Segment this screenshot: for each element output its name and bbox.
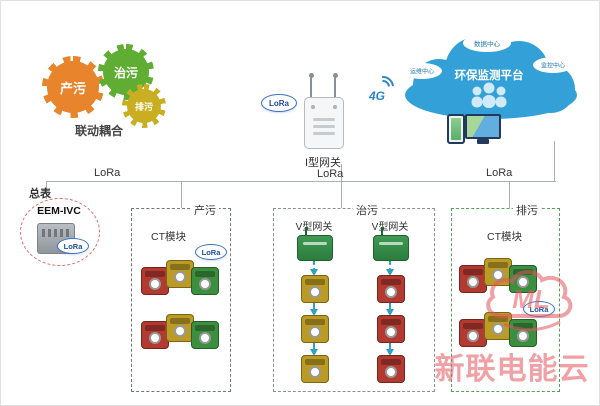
lora-label-left: LoRa: [94, 167, 121, 179]
ct-module-red: [459, 319, 487, 347]
lora-label-mid: LoRa: [317, 168, 344, 180]
antenna-right-icon: [332, 73, 338, 99]
zone-discharge-title: 排污: [513, 202, 541, 218]
cloud-node-right: 监控中心: [533, 57, 573, 73]
ct-module-yellow: [484, 258, 512, 286]
ct-module-yellow: [166, 314, 194, 342]
gear-produce-label: 产污: [59, 80, 86, 96]
arrow-down: [386, 260, 394, 276]
zone-discharge: [451, 208, 560, 392]
lora-badge-discharge: LoRa: [523, 301, 555, 317]
ct-module-red: [377, 315, 405, 343]
monitor-icon: [465, 114, 501, 139]
arrow-down: [310, 341, 318, 356]
led-icon: [333, 105, 337, 109]
ct-module-yellow: [484, 312, 512, 340]
stub-meter: [46, 181, 47, 199]
backbone-line: [46, 181, 556, 182]
lora-badge-produce: LoRa: [195, 244, 227, 260]
ct-module-green: [509, 319, 537, 347]
i-gateway-device: [301, 73, 345, 153]
ct-module-red: [459, 265, 487, 293]
stub-discharge: [509, 181, 510, 208]
lora-label-right: LoRa: [486, 167, 513, 179]
cloud-node-top: 数据中心: [463, 34, 511, 52]
i-gateway-label: I型网关: [304, 157, 342, 169]
gear-treat: 治污: [98, 44, 154, 100]
v-gateway-right: [373, 227, 409, 261]
arrow-down: [310, 260, 318, 276]
gear-discharge-label: 排污: [134, 101, 153, 112]
gear-produce: 产污: [42, 56, 104, 118]
produce-device-label: CT模块: [151, 231, 186, 243]
users-icon: [471, 82, 507, 108]
vent-slot: [313, 125, 335, 128]
gateway-body: [304, 97, 344, 149]
lora-badge-text: LoRa: [201, 247, 221, 257]
4g-signal: 4G: [363, 71, 399, 105]
ct-module-yellow: [301, 315, 329, 343]
cloud-title: 环保监测平台: [455, 68, 524, 82]
ct-module-yellow: [301, 275, 329, 303]
v-gateway-left-label: V型网关: [295, 222, 333, 233]
lora-badge-text: LoRa: [63, 241, 83, 251]
ct-module-green: [191, 321, 219, 349]
ct-module-red: [377, 275, 405, 303]
cloud-node-top-label: 数据中心: [474, 39, 501, 48]
ct-module-yellow: [301, 355, 329, 383]
gear-discharge: 排污: [122, 84, 166, 128]
stub-cloud: [554, 141, 555, 181]
zone-produce-title: 产污: [191, 202, 219, 218]
ct-module-red: [377, 355, 405, 383]
ct-module-red: [141, 321, 169, 349]
lora-badge-text: LoRa: [529, 304, 549, 314]
cloud-platform: 数据中心 运维中心 监控中心 环保监测平台: [402, 34, 577, 119]
arrow-down: [386, 341, 394, 356]
lora-badge-gateway: LoRa: [261, 94, 297, 112]
phone-icon: [447, 114, 465, 144]
zone-produce: [131, 208, 231, 392]
vent-slot: [313, 118, 335, 121]
4g-label: 4G: [369, 89, 386, 103]
lora-badge-text: LoRa: [269, 98, 289, 108]
cloud-node-left-label: 运维中心: [410, 68, 434, 76]
lora-badge-meter: LoRa: [57, 238, 89, 254]
ct-module-yellow: [166, 260, 194, 288]
arrow-down: [310, 301, 318, 316]
led-icon: [311, 105, 315, 109]
ct-module-green: [509, 265, 537, 293]
stub-gateway-treat: [341, 164, 342, 208]
vent-slot: [313, 132, 335, 135]
arrow-down: [386, 301, 394, 316]
cloud-node-left: 运维中心: [402, 63, 442, 79]
meter-group-ellipse: [20, 198, 100, 266]
meter-title: 总表: [29, 188, 51, 200]
zone-treat-title: 治污: [353, 202, 381, 218]
gears-caption: 联动耦合: [74, 124, 123, 138]
gear-treat-label: 治污: [113, 65, 138, 80]
ct-module-green: [191, 267, 219, 295]
cloud-node-right-label: 监控中心: [541, 62, 565, 70]
discharge-device-label: CT模块: [487, 231, 522, 243]
v-gateway-right-label: V型网关: [371, 222, 409, 233]
ct-module-red: [141, 267, 169, 295]
antenna-left-icon: [308, 73, 314, 99]
v-gateway-left: [297, 227, 333, 261]
stub-produce: [181, 181, 182, 208]
